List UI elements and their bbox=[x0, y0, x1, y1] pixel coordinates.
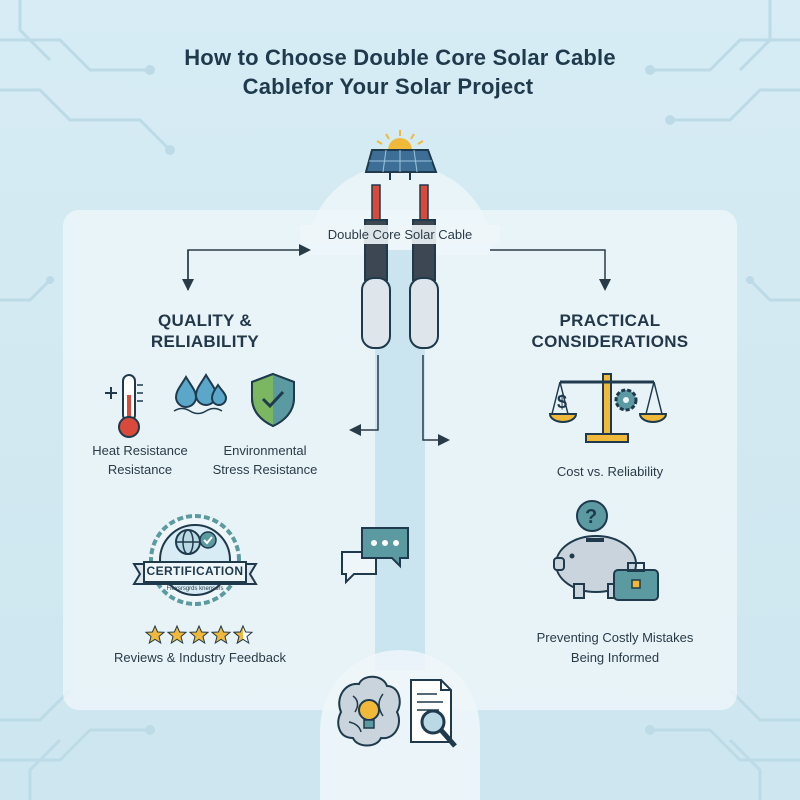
piggy-bank-icon: ? bbox=[553, 500, 659, 601]
heat-resistance-label-1: Heat Resistance bbox=[92, 443, 188, 458]
title-line-1: How to Choose Double Core Solar Cable bbox=[184, 45, 616, 70]
svg-text:?: ? bbox=[585, 506, 597, 528]
title-line-2: Cablefor Your Solar Project bbox=[242, 74, 534, 99]
star-icon bbox=[144, 624, 166, 645]
environmental-label-1: Environmental bbox=[223, 443, 307, 458]
star-icon bbox=[210, 624, 232, 645]
preventing-mistakes-label-1: Preventing Costly Mistakes bbox=[536, 630, 694, 645]
svg-text:$: $ bbox=[557, 392, 567, 412]
reviews-label: Reviews & Industry Feedback bbox=[114, 650, 286, 665]
rating-stars bbox=[144, 624, 254, 645]
heat-resistance-label-2: Resistance bbox=[107, 462, 173, 477]
balance-scale-icon: $ bbox=[548, 373, 668, 443]
quality-heading-line-2: RELIABILITY bbox=[150, 332, 260, 351]
star-icon bbox=[188, 624, 210, 645]
star-icon bbox=[166, 624, 188, 645]
practical-heading-line-1: PRACTICAL bbox=[559, 311, 661, 330]
water-drops-icon bbox=[173, 373, 228, 415]
certification-badge-text: CERTIFICATION bbox=[146, 564, 244, 578]
cable-label: Double Core Solar Cable bbox=[300, 225, 500, 244]
certification-badge-subtext: Flexsrsgrds knensors bbox=[166, 586, 224, 592]
practical-heading-line-2: CONSIDERATIONS bbox=[531, 332, 689, 351]
chat-bubbles-icon bbox=[341, 527, 409, 585]
thermometer-icon bbox=[105, 374, 143, 438]
quality-heading-line-1: QUALITY & bbox=[157, 311, 252, 330]
solar-panel-icon bbox=[364, 130, 438, 180]
shield-check-icon bbox=[251, 372, 295, 428]
brain-idea-icon bbox=[337, 675, 457, 748]
cost-reliability-label: Cost vs. Reliability bbox=[556, 464, 664, 479]
preventing-mistakes-label-2: Being Informed bbox=[570, 650, 660, 665]
certification-badge-icon: CERTIFICATION Flexsrsgrds knensors bbox=[130, 512, 260, 612]
environmental-label-2: Stress Resistance bbox=[212, 462, 318, 477]
